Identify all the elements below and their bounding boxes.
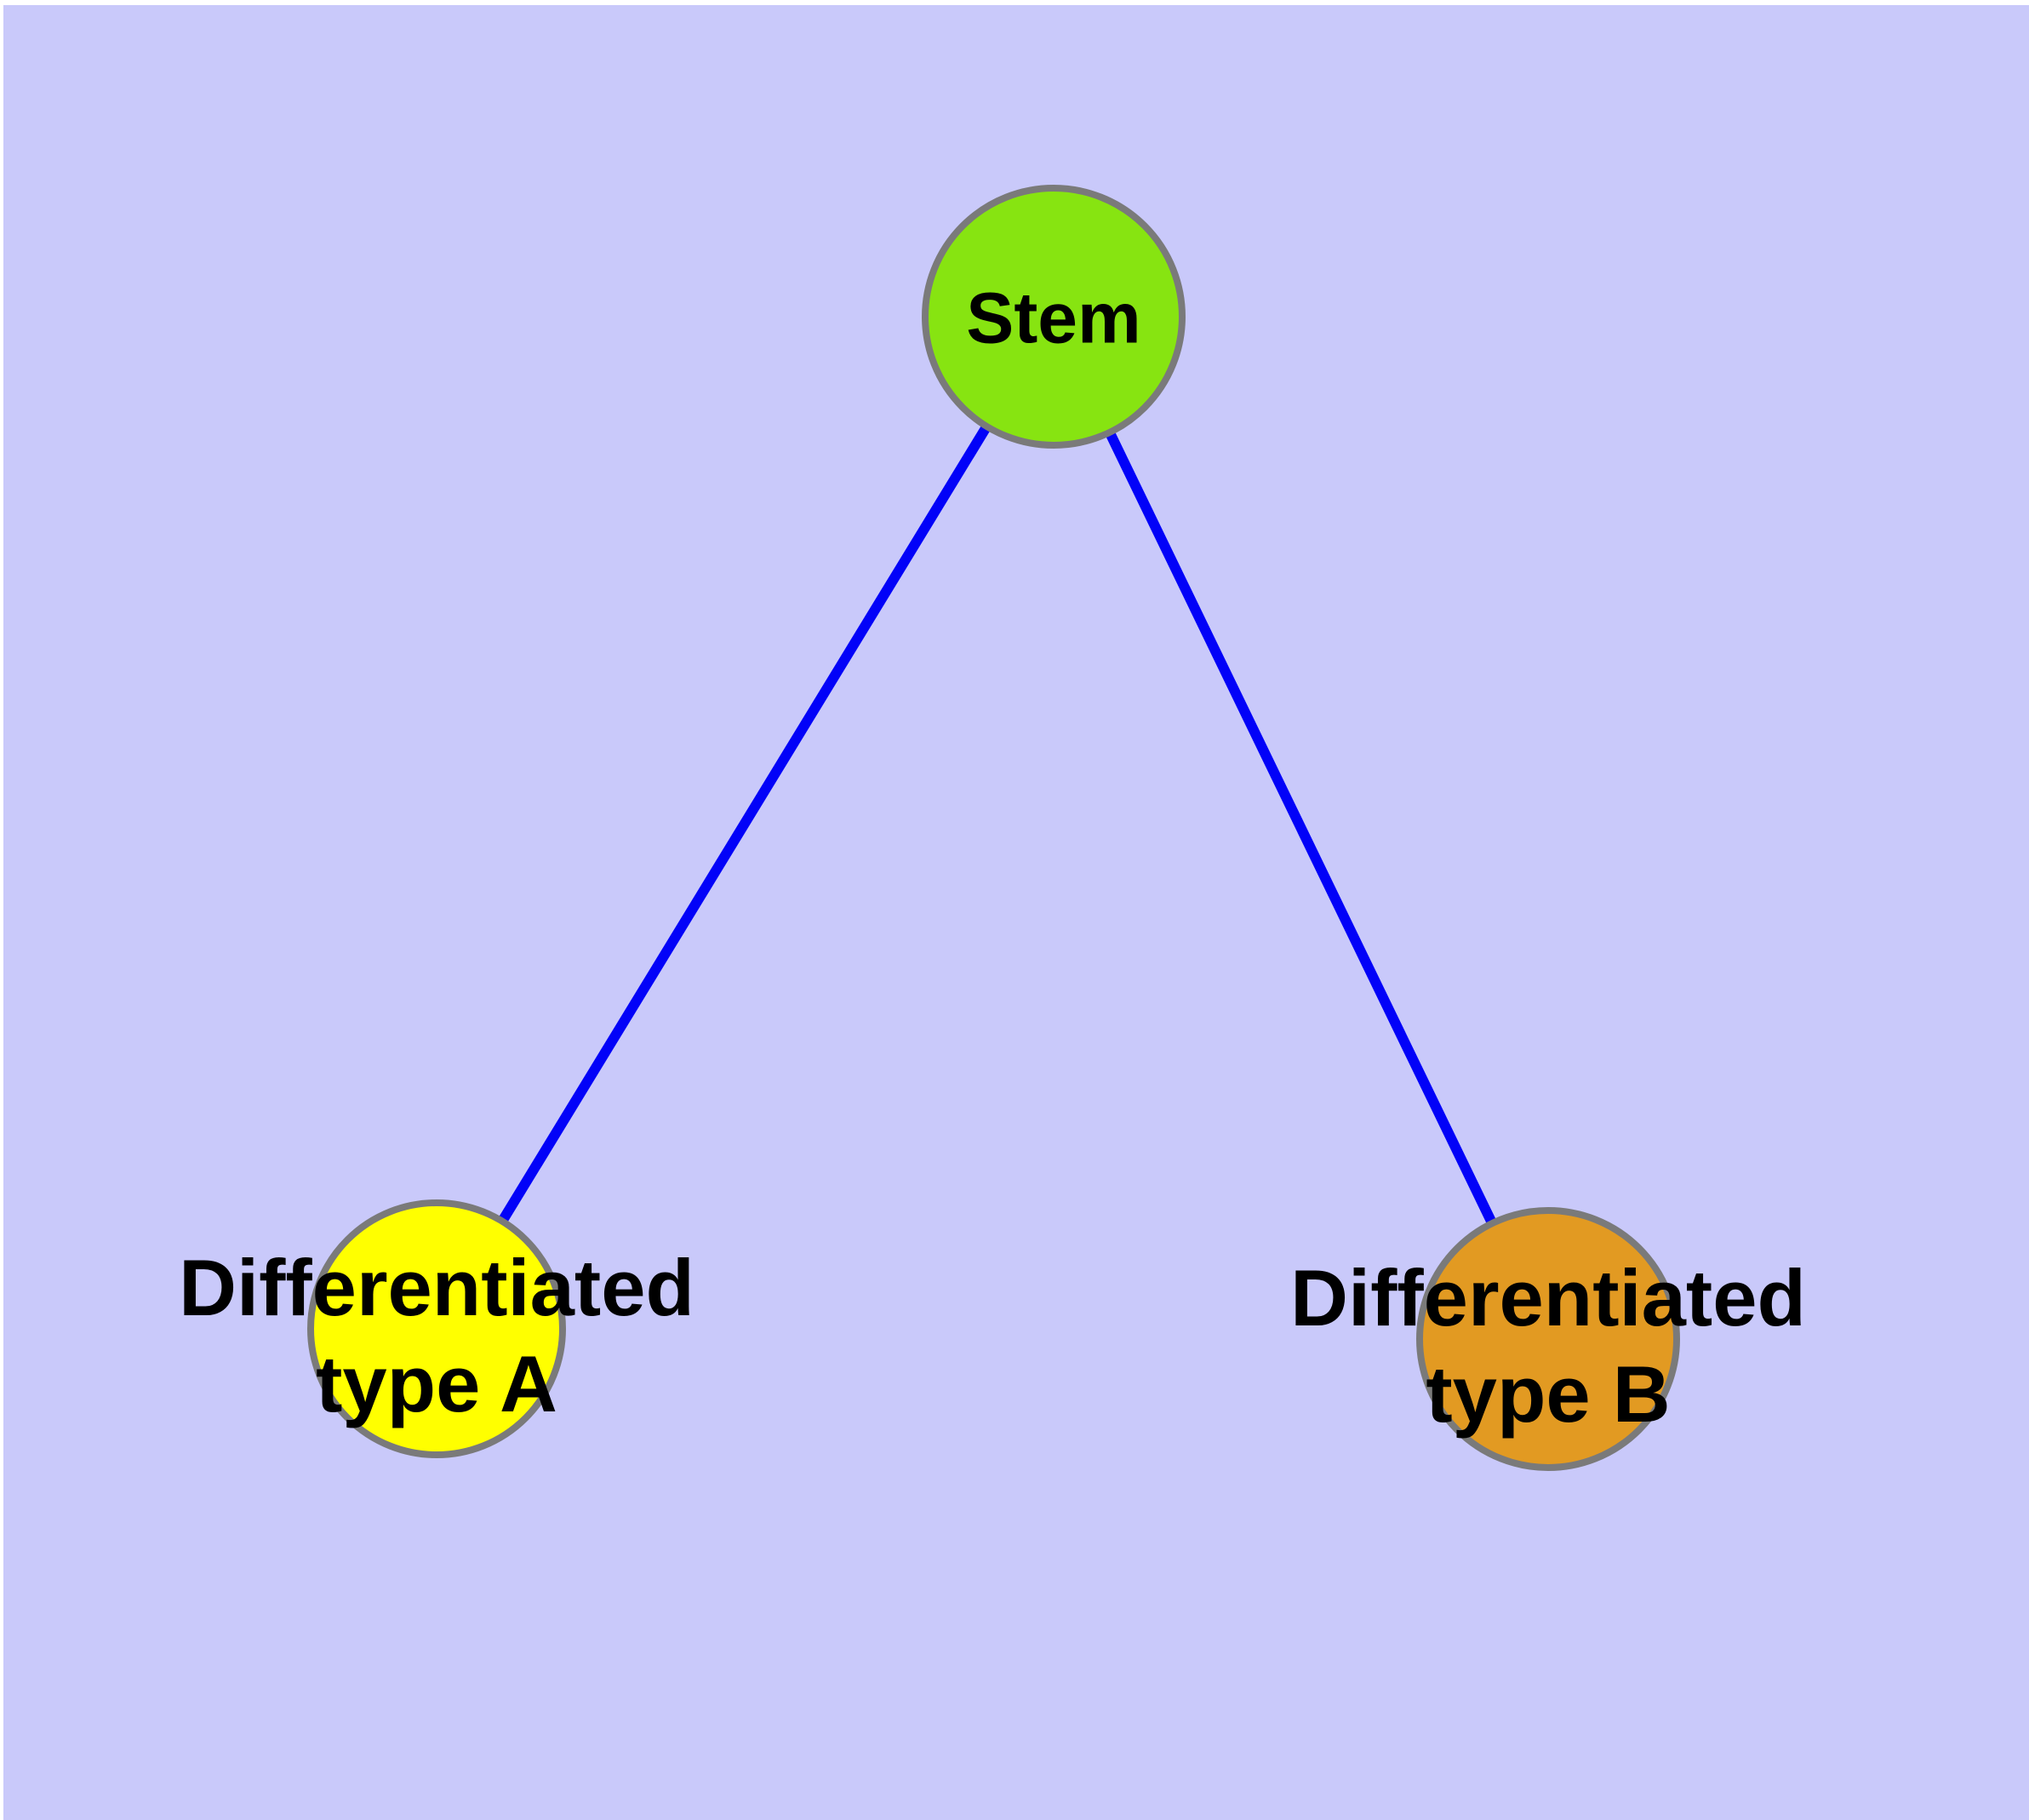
edge-stem-to-differentiated-type-a [432,313,1059,1332]
node-stem-circle [922,185,1186,449]
edge-layer [432,313,1553,1342]
node-stem-label-line-1: Stem [966,278,1140,358]
node-differentiated-type-b-label-line-1: Differentiated [1290,1253,1806,1342]
node-differentiated-type-b-circle [1416,1207,1680,1471]
node-differentiated-type-a-label-line-2: type A [316,1339,557,1428]
node-differentiated-type-b-label-line-2: type B [1426,1349,1670,1439]
edge-stem-to-differentiated-type-b [1049,314,1553,1342]
node-stem: Stem [922,185,1186,449]
node-differentiated-type-a-label-line-1: Differentiated [179,1243,694,1332]
node-differentiated-type-a-circle [307,1199,566,1458]
